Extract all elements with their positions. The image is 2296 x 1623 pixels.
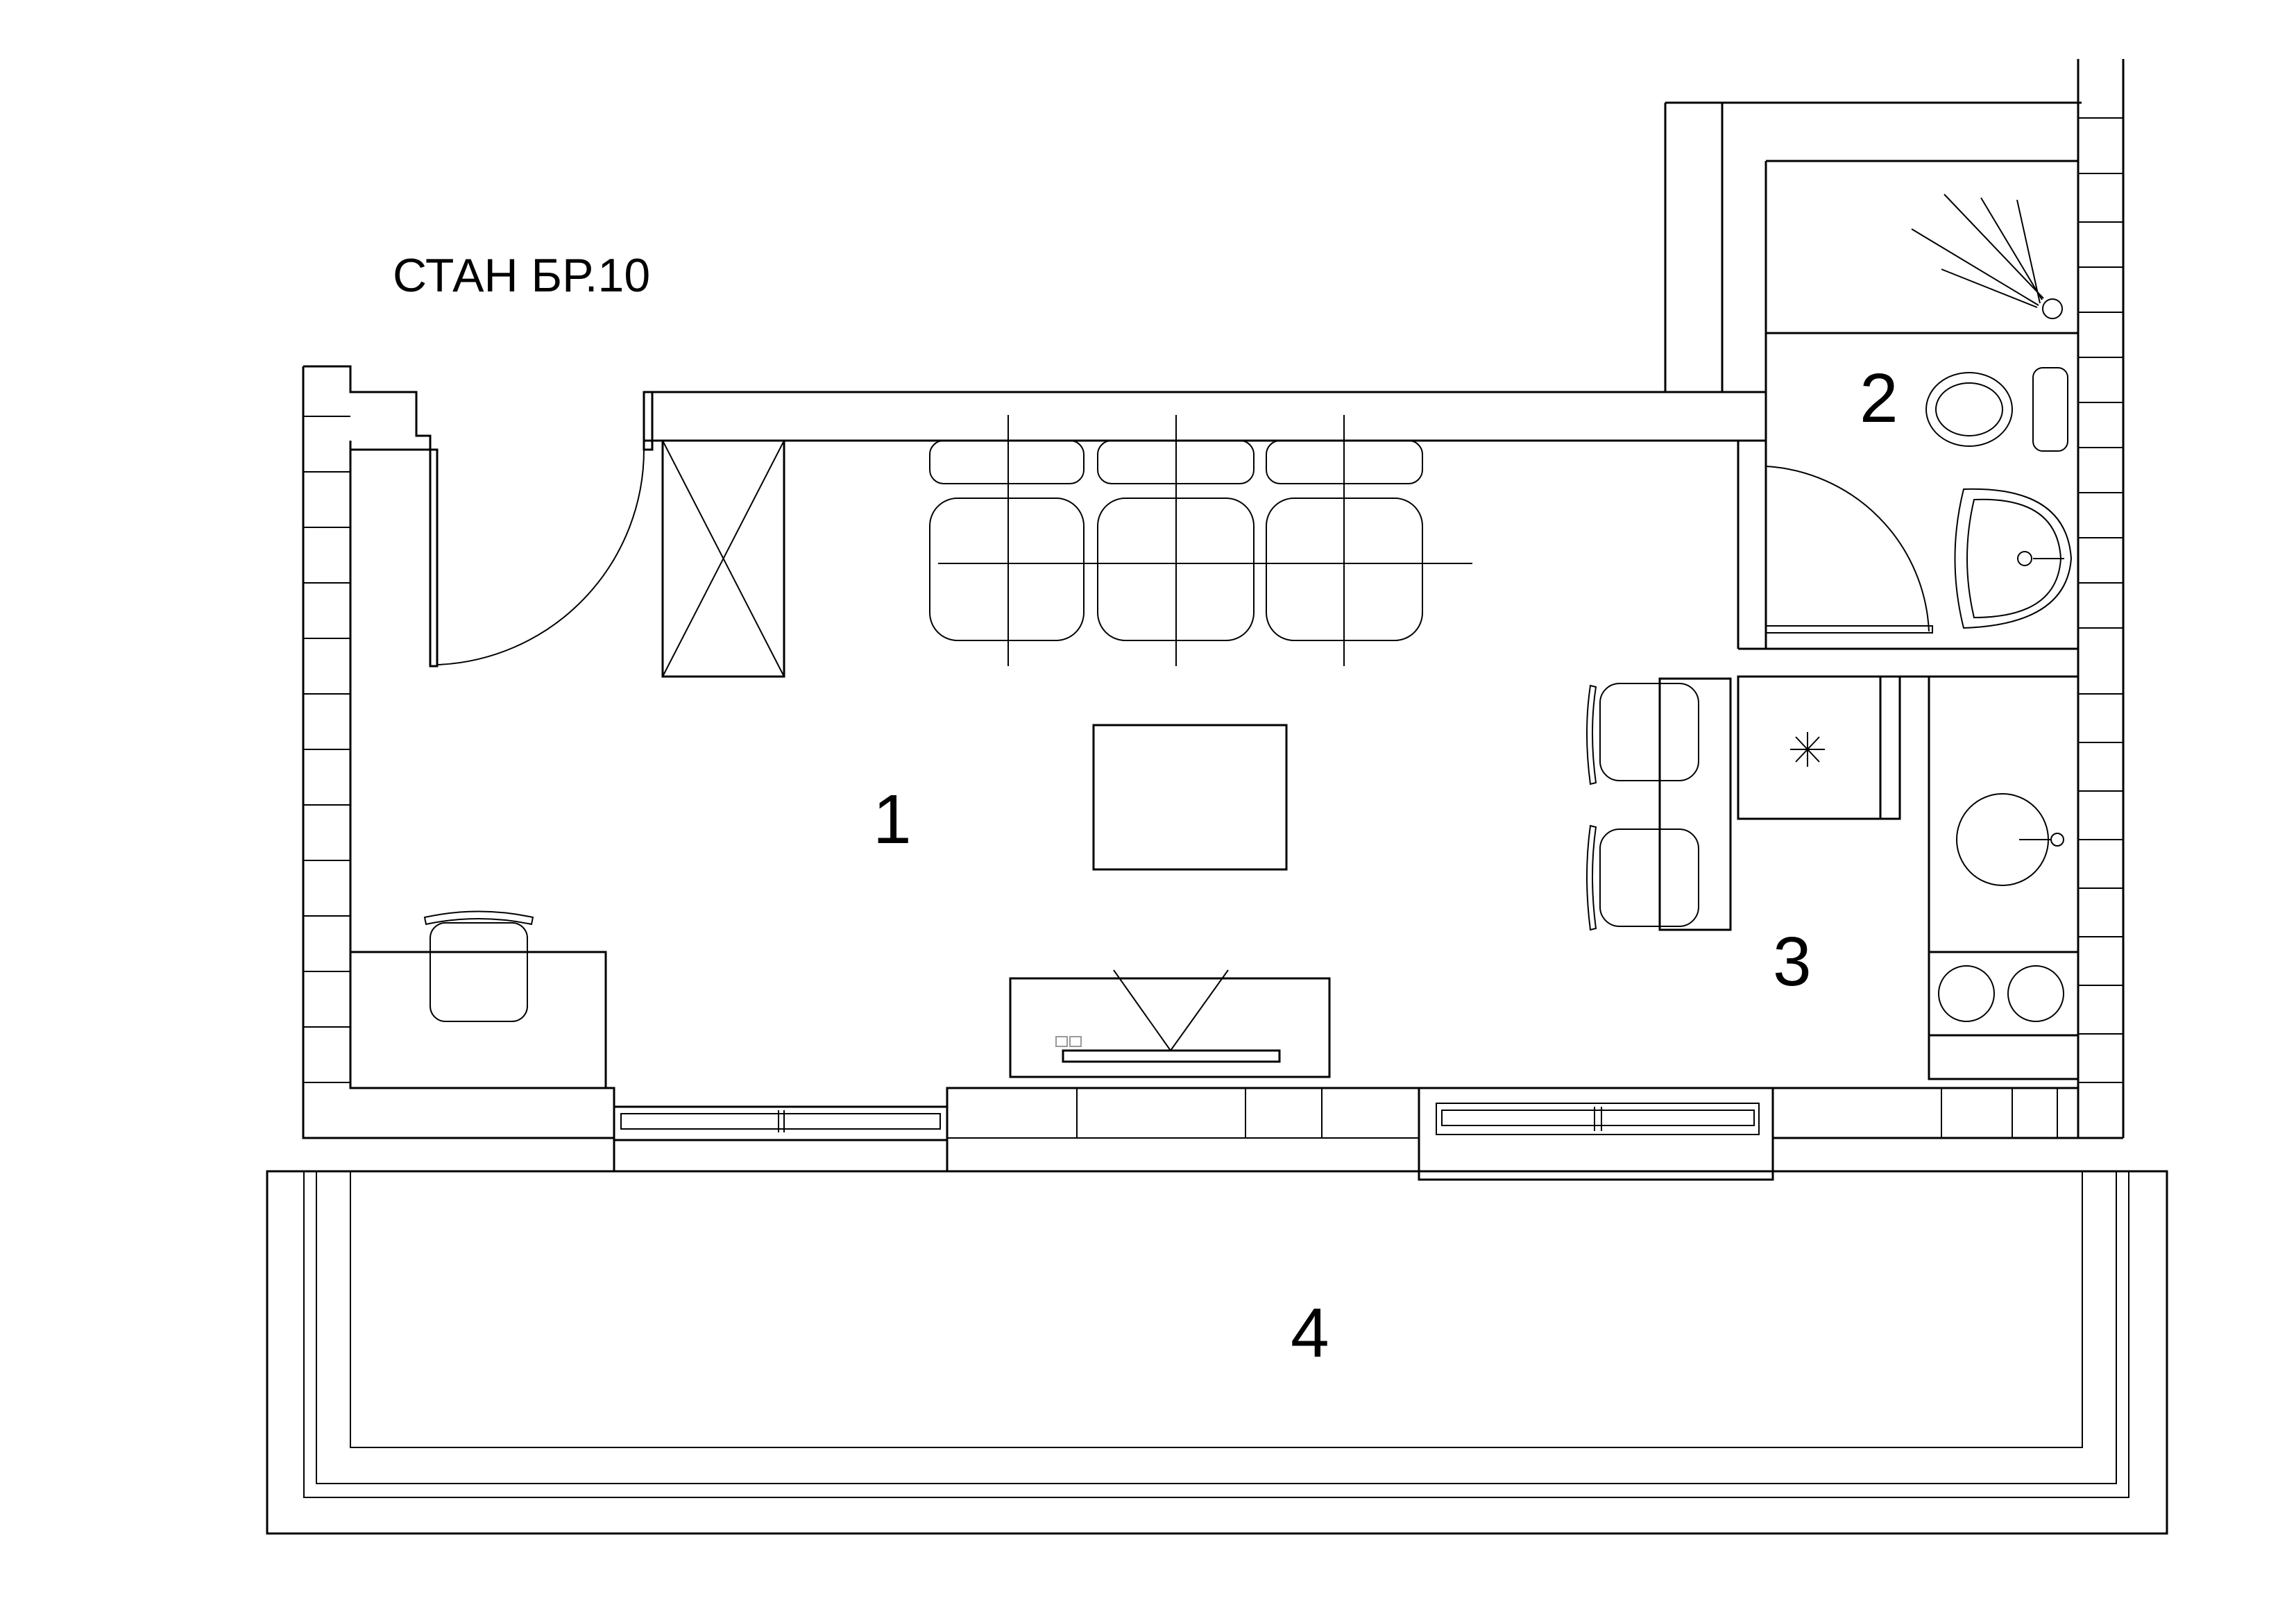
bar-stool — [1586, 824, 1699, 931]
coffee-table — [1092, 724, 1288, 871]
plan-title: СТАН БР.10 — [393, 249, 650, 302]
entry-door — [429, 448, 645, 668]
bar-counter — [1658, 677, 1732, 931]
bathroom-sink — [1954, 488, 2073, 629]
bathroom-walls — [1664, 101, 2082, 678]
kitchen-sink — [1956, 793, 2064, 886]
kitchen-counter — [1737, 675, 2078, 1080]
room-3-label: 3 — [1773, 923, 1812, 1001]
desk-chair — [423, 910, 534, 1022]
window — [613, 1105, 949, 1141]
wardrobe — [661, 439, 785, 678]
sofa — [929, 415, 1472, 666]
right-wall — [2077, 59, 2125, 1138]
room-1-label: 1 — [873, 781, 912, 858]
toilet — [1925, 367, 2068, 452]
desk — [349, 951, 607, 1089]
room-2-label: 2 — [1860, 359, 1898, 437]
cooktop — [1938, 965, 2064, 1022]
balcony — [266, 1170, 2168, 1535]
bathroom-door — [1765, 466, 1933, 634]
tv-unit — [1009, 969, 1331, 1078]
shower — [1911, 194, 2063, 319]
bar-stool — [1586, 683, 1699, 785]
room-4-label: 4 — [1291, 1294, 1329, 1372]
refrigerator-icon — [1790, 732, 1825, 767]
balcony-door — [1418, 1087, 1774, 1181]
